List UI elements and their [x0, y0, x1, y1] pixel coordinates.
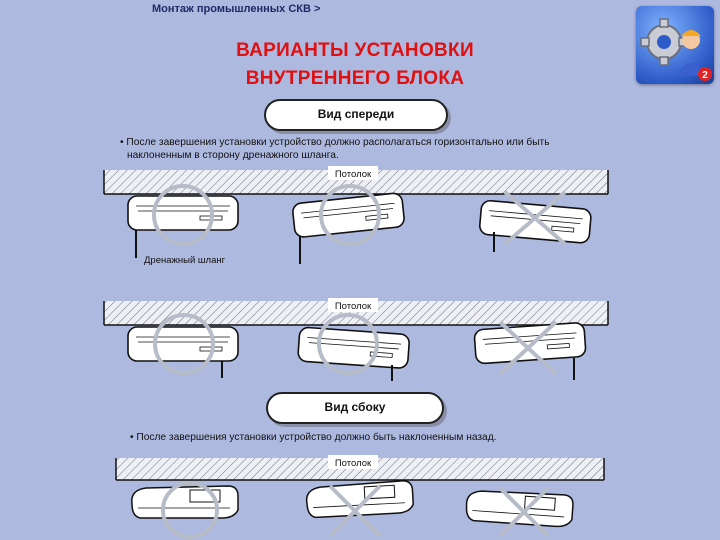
side-note: • После завершения установки устройство … — [130, 431, 496, 444]
front-view-heading-label: Вид спереди — [317, 107, 395, 121]
badge-number: 2 — [702, 70, 708, 81]
ok-mark-3a — [161, 481, 219, 539]
ceiling-label-1-bg — [328, 166, 378, 180]
title-line-2: ВНУТРЕННЕГО БЛОКА — [245, 68, 465, 89]
unit-side-3a — [131, 485, 239, 519]
ceiling-label-3-bg — [328, 455, 378, 469]
ceiling-label-2: Потолок — [335, 301, 372, 312]
drain-hose-label: Дренажный шланг — [144, 255, 226, 266]
ok-mark-1a — [152, 184, 214, 246]
side-view-heading-label: Вид сбоку — [324, 400, 386, 414]
front-note: • После завершения установки устройство … — [120, 136, 550, 162]
unit-front-2b — [296, 326, 411, 370]
unit-front-2c — [473, 321, 587, 365]
ok-mark-2b — [317, 313, 379, 375]
badge-icon — [698, 67, 712, 81]
ceiling-label-1: Потолок — [335, 169, 372, 180]
ok-mark-1b — [319, 184, 381, 246]
ceiling-label-3: Потолок — [335, 458, 372, 469]
unit-side-3b — [305, 479, 415, 519]
front-note-line-2: наклоненным в сторону дренажного шланга. — [127, 150, 339, 161]
wrong-mark-3c — [498, 486, 550, 538]
ceiling-label-2-bg — [328, 298, 378, 312]
front-view-heading: Вид спереди — [264, 99, 448, 131]
wrong-mark-3b — [328, 484, 382, 538]
unit-front-2a — [127, 326, 239, 362]
wrong-mark-1c — [503, 190, 567, 246]
side-view-heading: Вид сбоку — [266, 392, 444, 424]
gear-worker-logo: 2 — [636, 6, 714, 84]
title-line-1: ВАРИАНТЫ УСТАНОВКИ — [236, 40, 474, 61]
unit-front-1a — [127, 195, 239, 231]
page-title: ВАРИАНТЫ УСТАНОВКИ ВНУТРЕННЕГО БЛОКА — [190, 37, 520, 93]
front-note-line-1: • После завершения установки устройство … — [120, 137, 550, 148]
wrong-mark-2c — [498, 320, 558, 376]
unit-front-1b — [291, 191, 406, 239]
unit-front-1c — [478, 199, 593, 245]
ceiling-1 — [103, 170, 609, 195]
ok-mark-2a — [153, 313, 215, 375]
breadcrumb[interactable]: Монтаж промышленных СКВ > — [152, 3, 321, 15]
side-note-line-1: • После завершения установки устройство … — [130, 432, 497, 443]
